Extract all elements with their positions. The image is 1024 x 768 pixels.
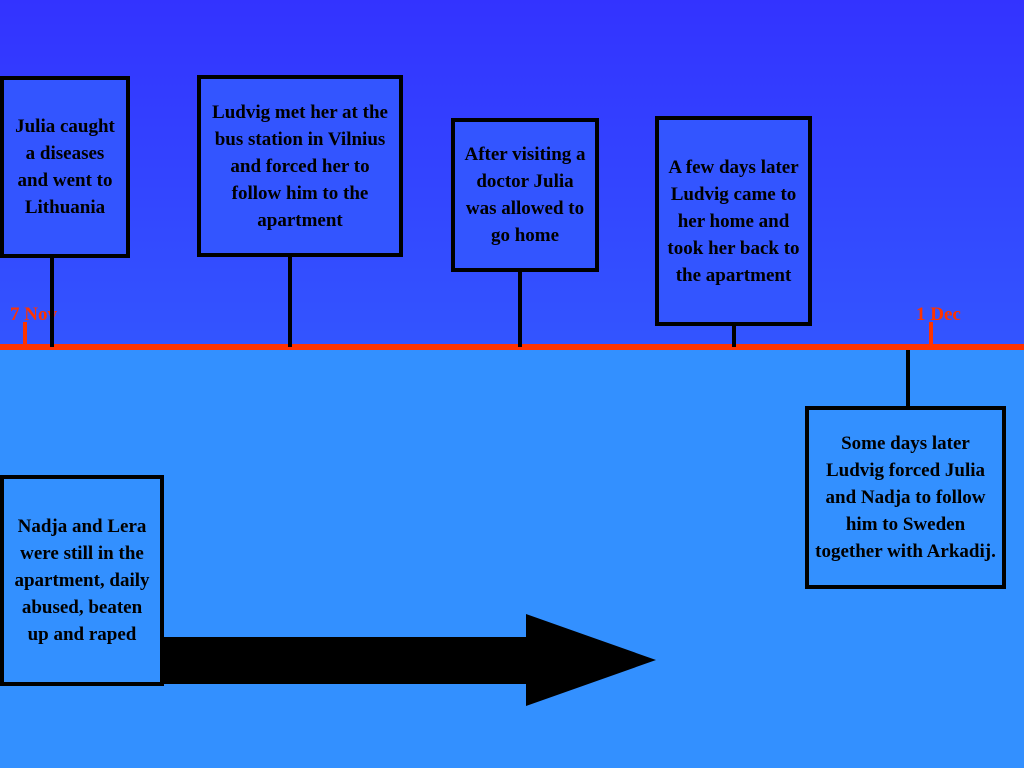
duration-arrow xyxy=(160,614,656,706)
end-tick xyxy=(929,322,933,347)
event-2-connector xyxy=(288,256,292,347)
event-2-text: Ludvig met her at the bus station in Vil… xyxy=(212,101,388,231)
event-1-text: Julia caught a diseases and went to Lith… xyxy=(15,116,115,218)
event-4-box: A few days later Ludvig came to her home… xyxy=(655,116,812,326)
event-6-text: Nadja and Lera were still in the apartme… xyxy=(14,516,150,645)
event-1-connector xyxy=(50,256,54,347)
start-tick xyxy=(23,322,27,347)
event-3-box: After visiting a doctor Julia was allowe… xyxy=(451,118,599,272)
event-5-connector xyxy=(906,350,910,408)
event-6-box: Nadja and Lera were still in the apartme… xyxy=(0,475,164,686)
duration-arrow-shape xyxy=(160,614,656,706)
event-5-text: Some days later Ludvig forced Julia and … xyxy=(815,433,996,562)
event-1-box: Julia caught a diseases and went to Lith… xyxy=(0,76,130,258)
event-5-box: Some days later Ludvig forced Julia and … xyxy=(805,406,1006,589)
event-3-text: After visiting a doctor Julia was allowe… xyxy=(464,144,586,246)
timeline-axis xyxy=(0,344,1024,350)
event-4-text: A few days later Ludvig came to her home… xyxy=(667,156,800,286)
start-date-label: 7 Nov xyxy=(10,304,57,325)
event-3-connector xyxy=(518,271,522,347)
event-2-box: Ludvig met her at the bus station in Vil… xyxy=(197,75,403,257)
end-date-label: 1 Dec xyxy=(916,304,961,325)
event-4-connector xyxy=(732,324,736,347)
